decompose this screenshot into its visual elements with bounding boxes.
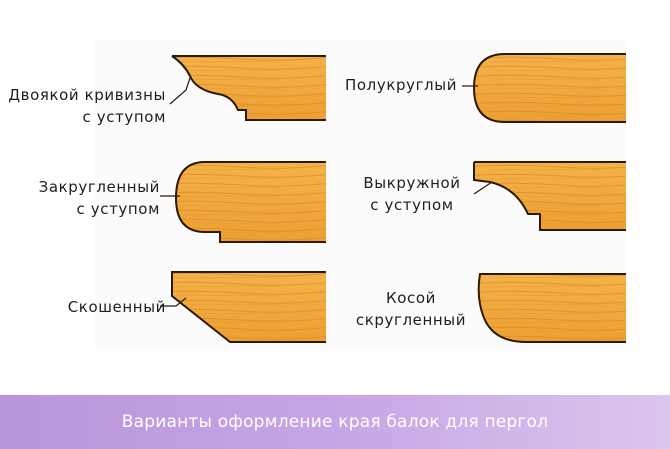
label-rounded-step-line2: с уступом xyxy=(76,200,160,218)
label-semicircular-text: Полукруглый xyxy=(345,76,458,94)
beam-oblique-rounded xyxy=(477,273,626,343)
label-rounded-step: Закругленный с уступом xyxy=(6,176,160,220)
beam-cove-step xyxy=(473,161,626,231)
label-oblique-rounded-line1: Косой xyxy=(386,289,436,307)
label-oblique-rounded-line2: скругленный xyxy=(355,311,467,329)
label-cove-step: Выкружной с уступом xyxy=(355,172,469,216)
label-cove-step-line2: с уступом xyxy=(370,196,454,214)
label-beveled-text: Скошенный xyxy=(67,298,166,316)
caption-text: Варианты оформление края балок для перго… xyxy=(121,412,549,432)
beam-semicircular xyxy=(462,53,626,123)
label-double-curve: Двоякой кривизны с уступом xyxy=(6,84,166,128)
label-double-curve-line1: Двоякой кривизны xyxy=(8,86,166,104)
label-beveled: Скошенный xyxy=(6,296,166,318)
beam-edge-diagram xyxy=(160,53,626,343)
beam-rounded-step xyxy=(160,161,326,243)
label-rounded-step-line1: Закругленный xyxy=(38,178,160,196)
beam-double-curve xyxy=(169,55,326,121)
caption-bar: Варианты оформление края балок для перго… xyxy=(0,395,670,449)
label-double-curve-line2: с уступом xyxy=(82,108,166,126)
label-semicircular: Полукруглый xyxy=(345,74,457,96)
beam-beveled xyxy=(160,271,326,343)
label-cove-step-line1: Выкружной xyxy=(363,174,461,192)
label-oblique-rounded: Косой скругленный xyxy=(346,287,476,331)
